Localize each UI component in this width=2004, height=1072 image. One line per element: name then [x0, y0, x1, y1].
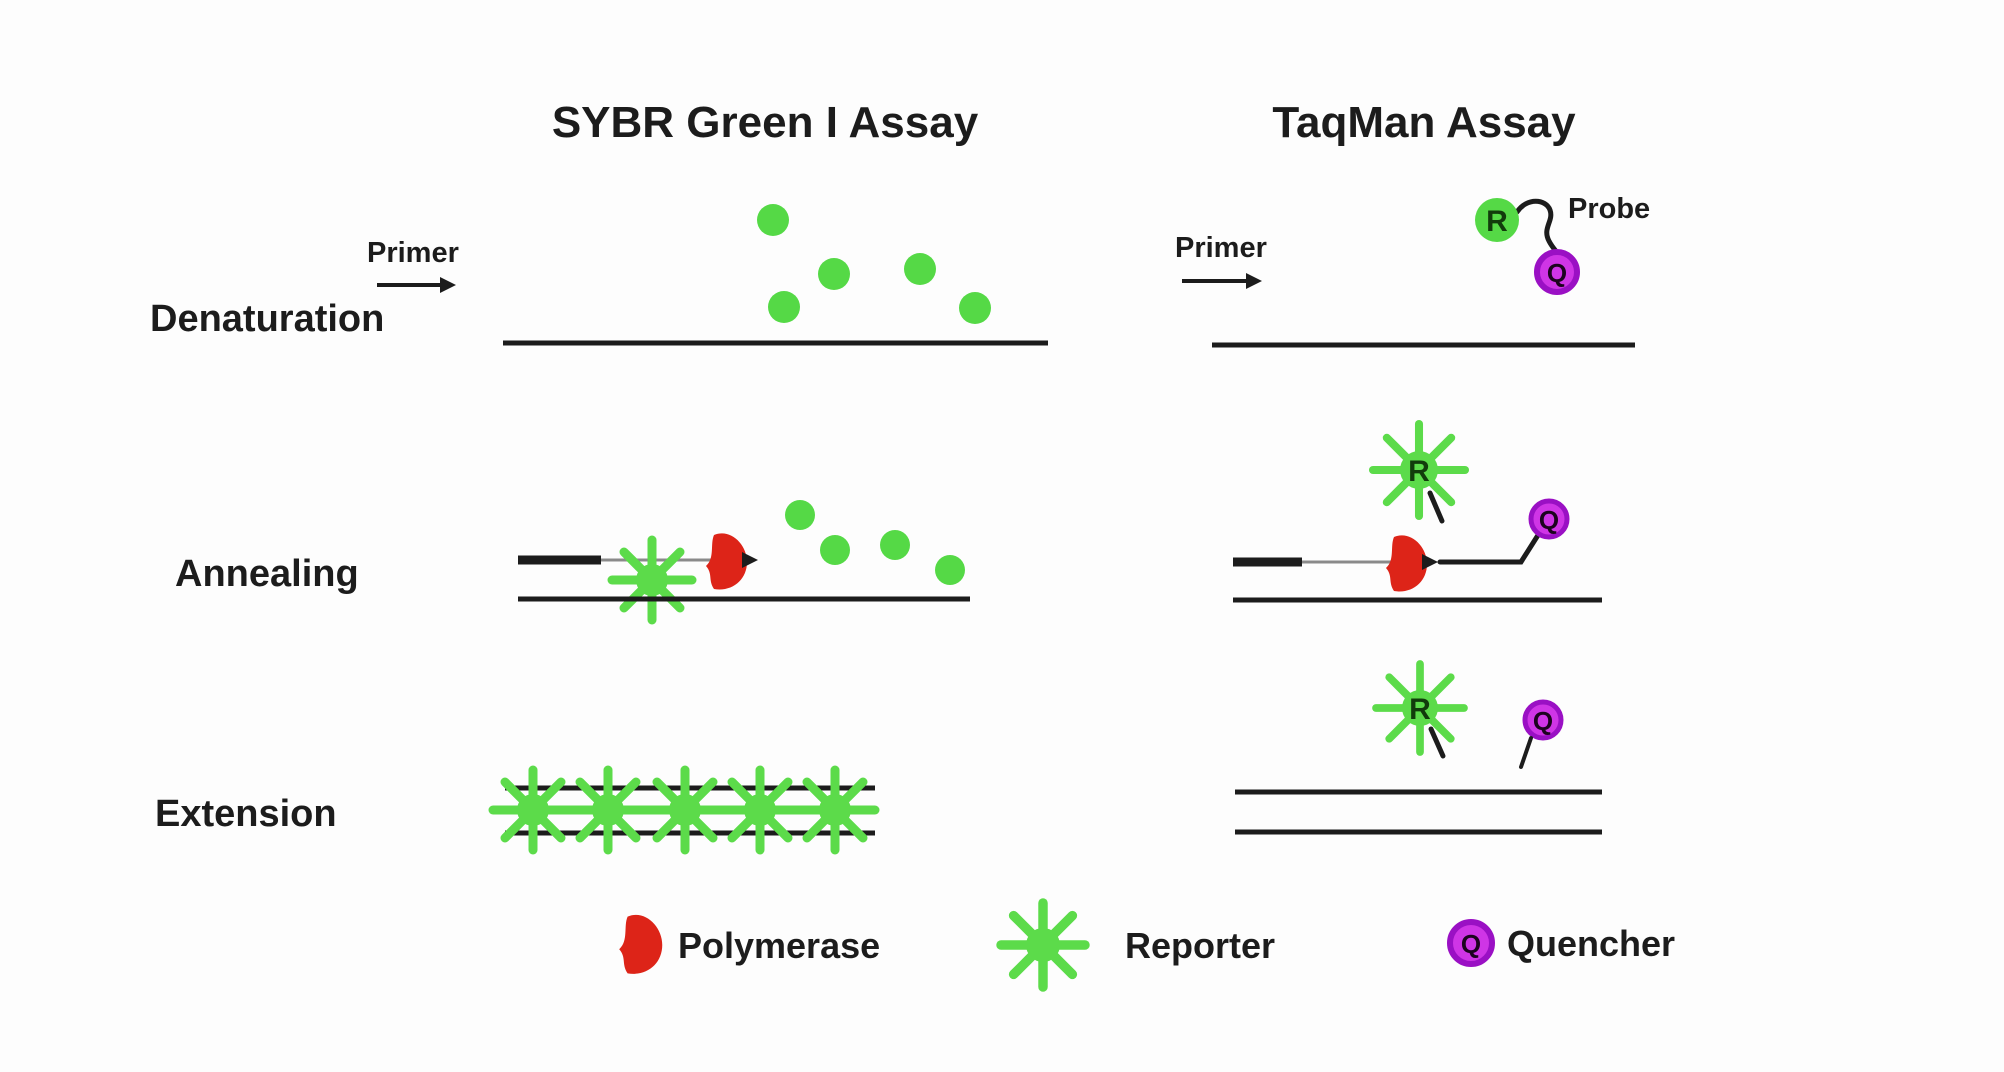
extension-arrowhead-icon [1422, 554, 1438, 570]
probe-label: Probe [1568, 193, 1650, 225]
row-label-denaturation: Denaturation [150, 298, 384, 340]
row-label-extension: Extension [155, 793, 337, 835]
quencher-icon [1447, 919, 1495, 967]
legend-item-polymerase: Polymerase [619, 914, 880, 974]
probe-linker [1514, 198, 1562, 258]
taqman-extension: R Q [1235, 664, 1602, 835]
legend-label-polymerase: Polymerase [678, 925, 880, 966]
primer-label-left: Primer [367, 237, 459, 269]
reporter-letter: R [1409, 693, 1431, 726]
legend-item-quencher: Q Quencher [1447, 919, 1675, 967]
taqman-annealing: R Q [1233, 424, 1602, 603]
legend: Polymerase Reporter Q Quencher [619, 903, 1675, 987]
dye-dot-icon [785, 500, 815, 530]
quencher-dye-icon [1528, 498, 1570, 540]
quencher-letter: Q [1461, 929, 1481, 959]
sybr-denaturation: Primer [367, 204, 1048, 346]
quencher-letter: Q [1539, 505, 1559, 535]
reporter-burst-icon [612, 540, 692, 620]
dye-dot-icon [904, 253, 936, 285]
extension-arrowhead-icon [742, 552, 758, 568]
title-sybr-assay: SYBR Green I Assay [552, 98, 979, 147]
dye-dot-icon [768, 291, 800, 323]
reporter-letter: R [1408, 455, 1430, 488]
primer-arrow-icon [1182, 273, 1262, 289]
quencher-dye-icon [1534, 249, 1580, 295]
legend-item-reporter: Reporter [1001, 903, 1275, 987]
sybr-dye-dots [757, 204, 991, 324]
reporter-icon [1001, 903, 1085, 987]
dye-dot-icon [880, 530, 910, 560]
dye-dot-icon [757, 204, 789, 236]
polymerase-icon [619, 914, 663, 974]
probe-remnant [1437, 529, 1543, 565]
dye-dot-icon [935, 555, 965, 585]
row-label-annealing: Annealing [175, 553, 359, 595]
sybr-extension [493, 770, 875, 850]
quencher-dye-icon [1522, 699, 1564, 741]
cleaved-linker [1427, 490, 1445, 524]
polymerase-icon [1386, 535, 1427, 592]
intercalated-reporter-bursts [493, 770, 875, 850]
reporter-burst-icon: R [1373, 424, 1465, 516]
title-taqman-assay: TaqMan Assay [1272, 98, 1576, 147]
cleaved-linker [1519, 736, 1533, 769]
primer-arrow-icon [377, 277, 456, 293]
quencher-letter: Q [1547, 258, 1567, 288]
polymerase-icon [706, 533, 747, 590]
taqman-probe: R Q Probe [1475, 193, 1650, 295]
sybr-dye-dots [785, 500, 965, 585]
legend-label-reporter: Reporter [1125, 925, 1275, 966]
cleaved-linker [1428, 726, 1446, 759]
dye-dot-icon [959, 292, 991, 324]
legend-label-quencher: Quencher [1507, 923, 1675, 964]
taqman-denaturation: Primer R Q Probe [1175, 193, 1650, 348]
dye-dot-icon [818, 258, 850, 290]
sybr-annealing [518, 500, 970, 620]
primer-label-right: Primer [1175, 232, 1267, 264]
reporter-burst-icon: R [1376, 664, 1464, 752]
dye-dot-icon [820, 535, 850, 565]
reporter-letter: R [1486, 205, 1508, 238]
quencher-letter: Q [1533, 706, 1553, 736]
reporter-dye-icon [1475, 198, 1519, 242]
